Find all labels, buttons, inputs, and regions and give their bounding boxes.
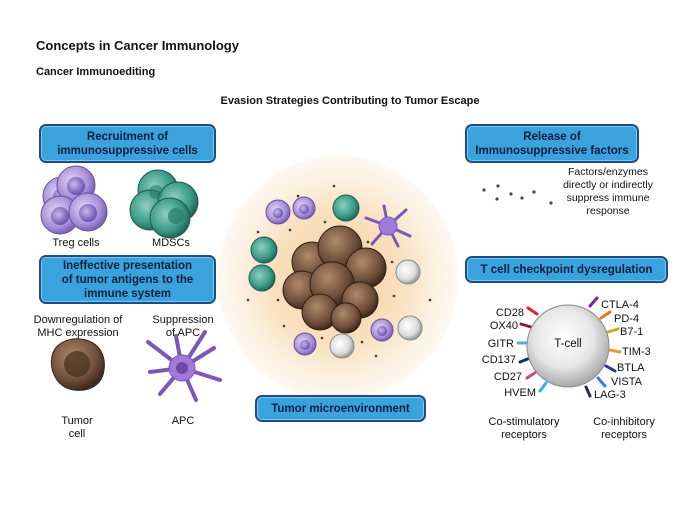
receptor-btla: BTLA	[617, 362, 645, 374]
treg-label: Treg cells	[52, 237, 100, 249]
factors-note: Factors/enzymes directly or indirectly s…	[563, 166, 653, 217]
receptor-pd4: PD-4	[614, 313, 640, 325]
tumor-mass-icon	[282, 225, 387, 334]
released-factors-dots	[482, 184, 553, 205]
recruitment-callout: Recruitment of immunosuppressive cells	[39, 124, 216, 163]
mdsc-cells-icon	[129, 169, 199, 239]
micro-grey-cells-icon	[329, 259, 423, 359]
receptor-vista: VISTA	[611, 376, 642, 388]
receptor-cd137: CD137	[481, 354, 516, 366]
receptor-cd28: CD28	[495, 307, 524, 319]
microenvironment-callout: Tumor microenvironment	[255, 395, 426, 422]
micro-treg-cells-icon	[265, 196, 394, 356]
page-title: Concepts in Cancer Immunology	[36, 38, 239, 53]
tcell-label: T-cell	[554, 338, 582, 350]
factor-dots	[246, 184, 432, 358]
receptor-hvem: HVEM	[504, 387, 536, 399]
micro-mdsc-cells-icon	[248, 194, 360, 292]
receptor-ctla4: CTLA-4	[601, 299, 639, 311]
page-subtitle: Cancer Immunoediting	[36, 66, 156, 78]
mdsc-label: MDSCs	[152, 237, 190, 249]
downregulation-label: Downregulation of MHC expression	[33, 314, 123, 339]
release-callout: Release of Immunosuppressive factors	[465, 124, 639, 163]
tcell-icon	[526, 304, 610, 388]
receptor-b71: B7-1	[620, 326, 644, 338]
coinhibitory-label: Co-inhibitory receptors	[593, 416, 655, 441]
receptor-lag3: LAG-3	[594, 389, 626, 401]
apc-label: APC	[171, 415, 195, 427]
receptor-gitr: GITR	[487, 338, 514, 350]
tcell-receptor-ticks	[516, 296, 622, 398]
section-heading: Evasion Strategies Contributing to Tumor…	[220, 95, 480, 107]
receptor-ox40: OX40	[489, 320, 518, 332]
receptor-tim3: TIM-3	[622, 346, 651, 358]
receptor-cd27: CD27	[493, 371, 522, 383]
suppression-label: Suppression of APC	[152, 314, 214, 339]
presentation-callout: Ineffective presentation of tumor antige…	[39, 255, 216, 304]
checkpoint-callout: T cell checkpoint dysregulation	[465, 256, 668, 283]
costimulatory-label: Co-stimulatory receptors	[488, 416, 560, 441]
tumor-cell-label: Tumor cell	[61, 415, 93, 440]
treg-cells-icon	[40, 165, 108, 235]
tumor-cell-icon	[50, 338, 105, 391]
